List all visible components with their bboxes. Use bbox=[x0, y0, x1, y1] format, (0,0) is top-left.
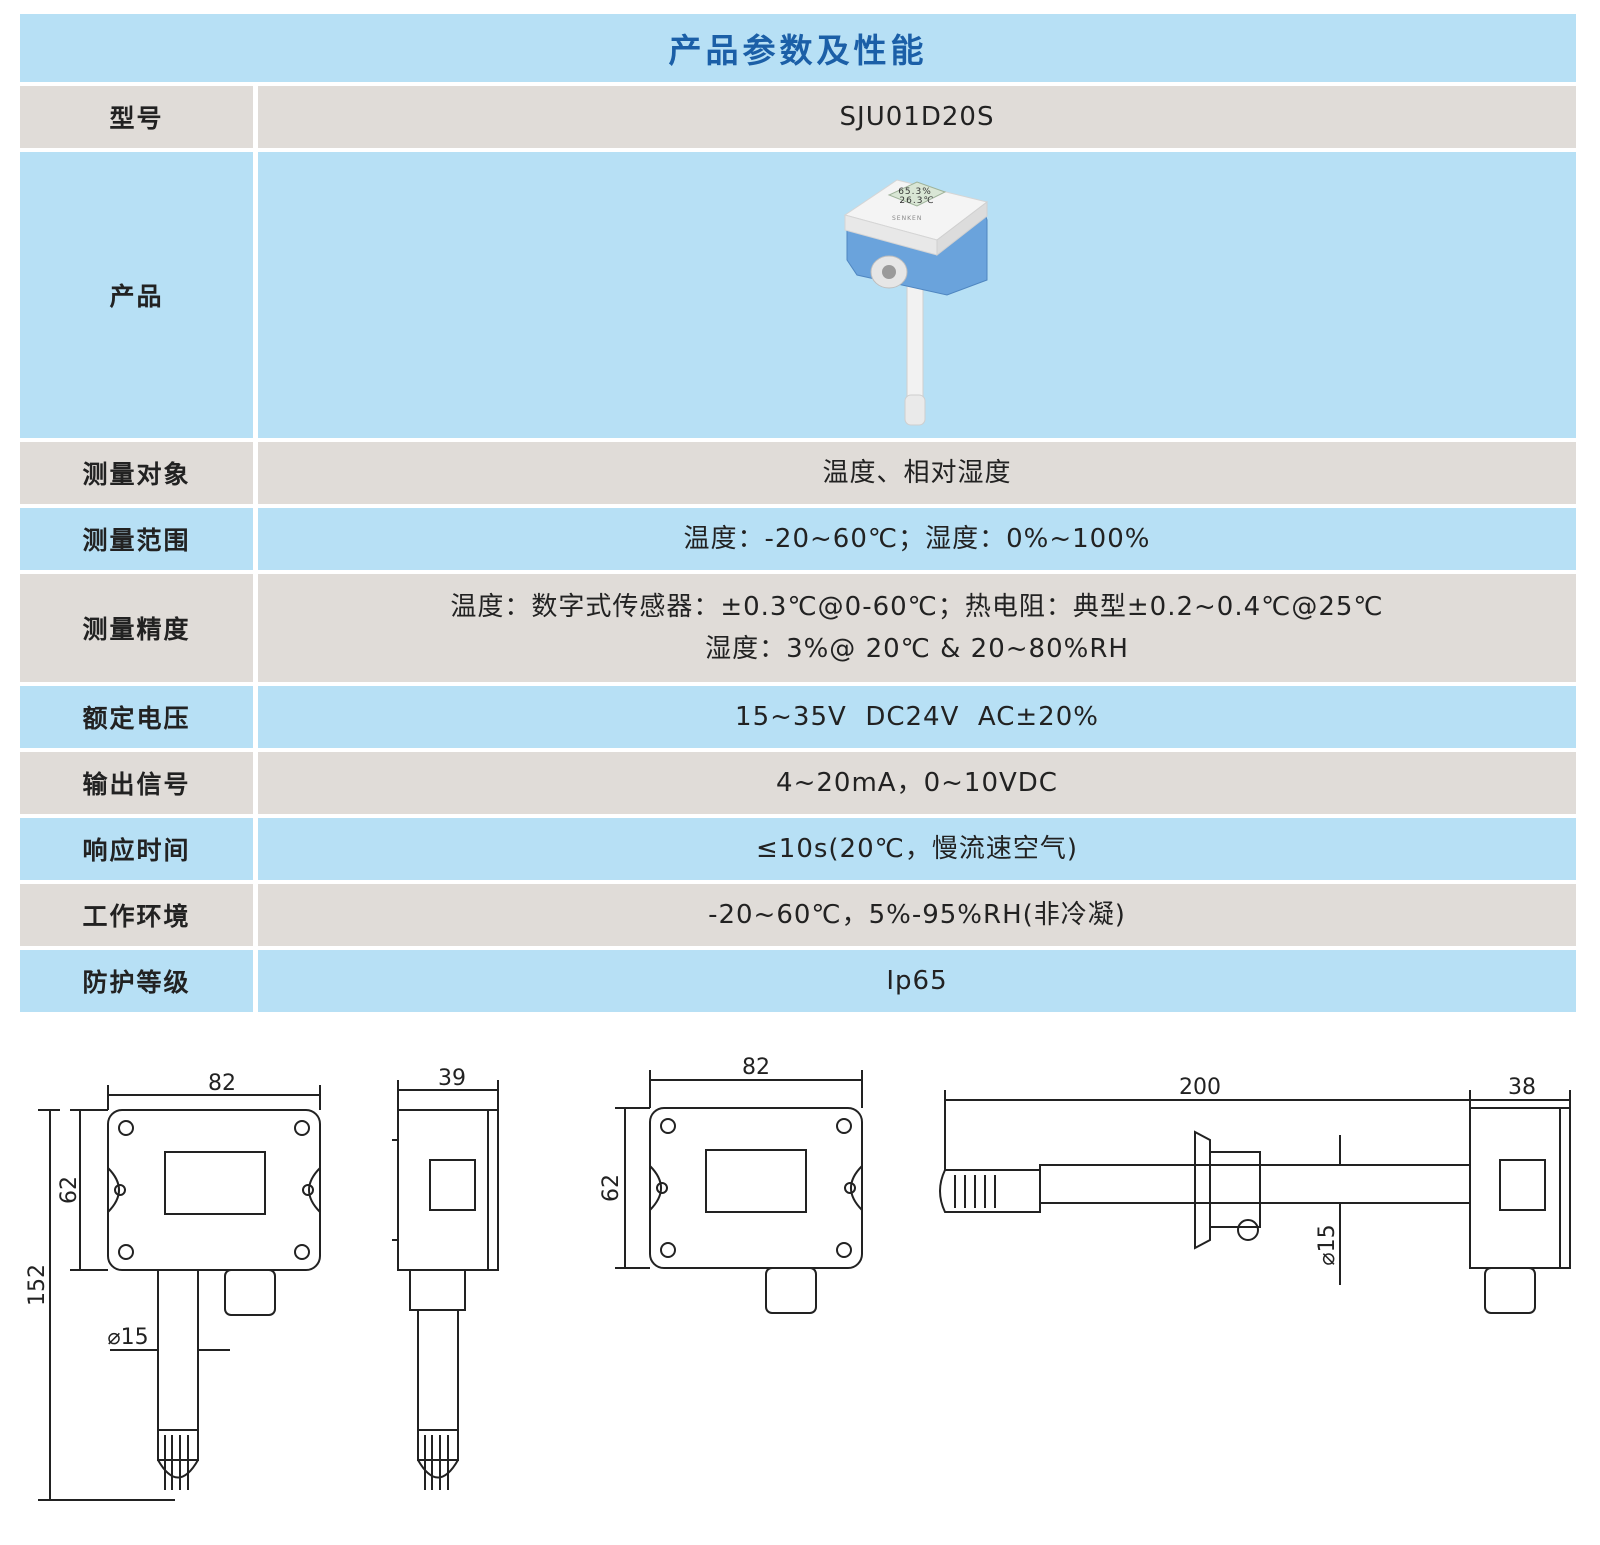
row-value: 温度：-20~60℃；湿度：0%~100% bbox=[683, 524, 1151, 554]
row-measure-range: 测量范围 温度：-20~60℃；湿度：0%~100% bbox=[20, 508, 1576, 574]
probe-side-drawing bbox=[939, 1090, 1571, 1314]
dim-front-width: 82 bbox=[208, 1071, 236, 1096]
dim-probe-diameter: ⌀15 bbox=[107, 1325, 148, 1350]
row-accuracy: 测量精度 温度：数字式传感器：±0.3℃@0-60℃；热电阻：典型±0.2~0.… bbox=[20, 574, 1576, 686]
row-value: 温度、相对湿度 bbox=[822, 458, 1012, 488]
front-view-drawing bbox=[38, 1085, 321, 1501]
row-label: 测量对象 bbox=[20, 442, 258, 504]
row-label: 防护等级 bbox=[20, 950, 258, 1012]
row-voltage: 额定电压 15~35V DC24V AC±20% bbox=[20, 686, 1576, 752]
row-value: -20~60℃，5%-95%RH(非冷凝) bbox=[708, 900, 1126, 930]
dim-total-height: 152 bbox=[25, 1264, 50, 1306]
row-value: 温度：数字式传感器：±0.3℃@0-60℃；热电阻：典型±0.2~0.4℃@25… bbox=[258, 574, 1576, 682]
brand-mark: SENKEN bbox=[892, 215, 922, 222]
row-value: SJU01D20S bbox=[839, 102, 995, 132]
screen-line2: 26.3℃ bbox=[899, 196, 934, 206]
dim-duct-height: 62 bbox=[599, 1174, 624, 1202]
product-image: 65.3% 26.3℃ SENKEN bbox=[258, 152, 1576, 438]
row-value: Ip65 bbox=[886, 966, 948, 996]
row-environment: 工作环境 -20~60℃，5%-95%RH(非冷凝) bbox=[20, 884, 1576, 950]
spec-table: 产品参数及性能 型号 SJU01D20S 产品 65.3% 26.3℃ SENK… bbox=[20, 14, 1576, 1012]
row-label: 额定电压 bbox=[20, 686, 258, 748]
row-label: 响应时间 bbox=[20, 818, 258, 880]
dim-side-depth: 39 bbox=[438, 1066, 466, 1091]
dimension-drawings: 82 62 152 ⌀15 39 82 62 bbox=[0, 1040, 1600, 1540]
screen-line1: 65.3% bbox=[898, 187, 932, 197]
row-response: 响应时间 ≤10s(20℃，慢流速空气) bbox=[20, 818, 1576, 884]
row-value: ≤10s(20℃，慢流速空气) bbox=[756, 834, 1078, 864]
side-view-drawing bbox=[392, 1080, 499, 1490]
row-label: 产品 bbox=[20, 152, 258, 438]
row-measure-object: 测量对象 温度、相对湿度 bbox=[20, 442, 1576, 508]
accuracy-line-temp: 温度：数字式传感器：±0.3℃@0-60℃；热电阻：典型±0.2~0.4℃@25… bbox=[450, 592, 1384, 622]
row-model: 型号 SJU01D20S bbox=[20, 86, 1576, 152]
row-label: 测量精度 bbox=[20, 574, 258, 682]
dim-probe-diameter-2: ⌀15 bbox=[1315, 1224, 1340, 1265]
row-product: 产品 65.3% 26.3℃ SENKEN bbox=[20, 152, 1576, 442]
table-title: 产品参数及性能 bbox=[20, 14, 1576, 86]
dim-box-depth: 38 bbox=[1508, 1075, 1536, 1100]
row-label: 测量范围 bbox=[20, 508, 258, 570]
row-protection: 防护等级 Ip65 bbox=[20, 950, 1576, 1012]
dim-front-height: 62 bbox=[57, 1176, 82, 1204]
accuracy-line-humidity: 湿度：3%@ 20℃ & 20~80%RH bbox=[705, 634, 1129, 664]
row-label: 型号 bbox=[20, 86, 258, 148]
product-photo: 65.3% 26.3℃ SENKEN bbox=[843, 179, 989, 426]
row-label: 输出信号 bbox=[20, 752, 258, 814]
row-value: 4~20mA，0~10VDC bbox=[776, 768, 1058, 798]
row-value: 15~35V DC24V AC±20% bbox=[735, 702, 1099, 732]
duct-box-drawing bbox=[615, 1070, 863, 1314]
row-output: 输出信号 4~20mA，0~10VDC bbox=[20, 752, 1576, 818]
dim-probe-length: 200 bbox=[1179, 1075, 1221, 1100]
row-label: 工作环境 bbox=[20, 884, 258, 946]
dim-duct-width: 82 bbox=[742, 1055, 770, 1080]
